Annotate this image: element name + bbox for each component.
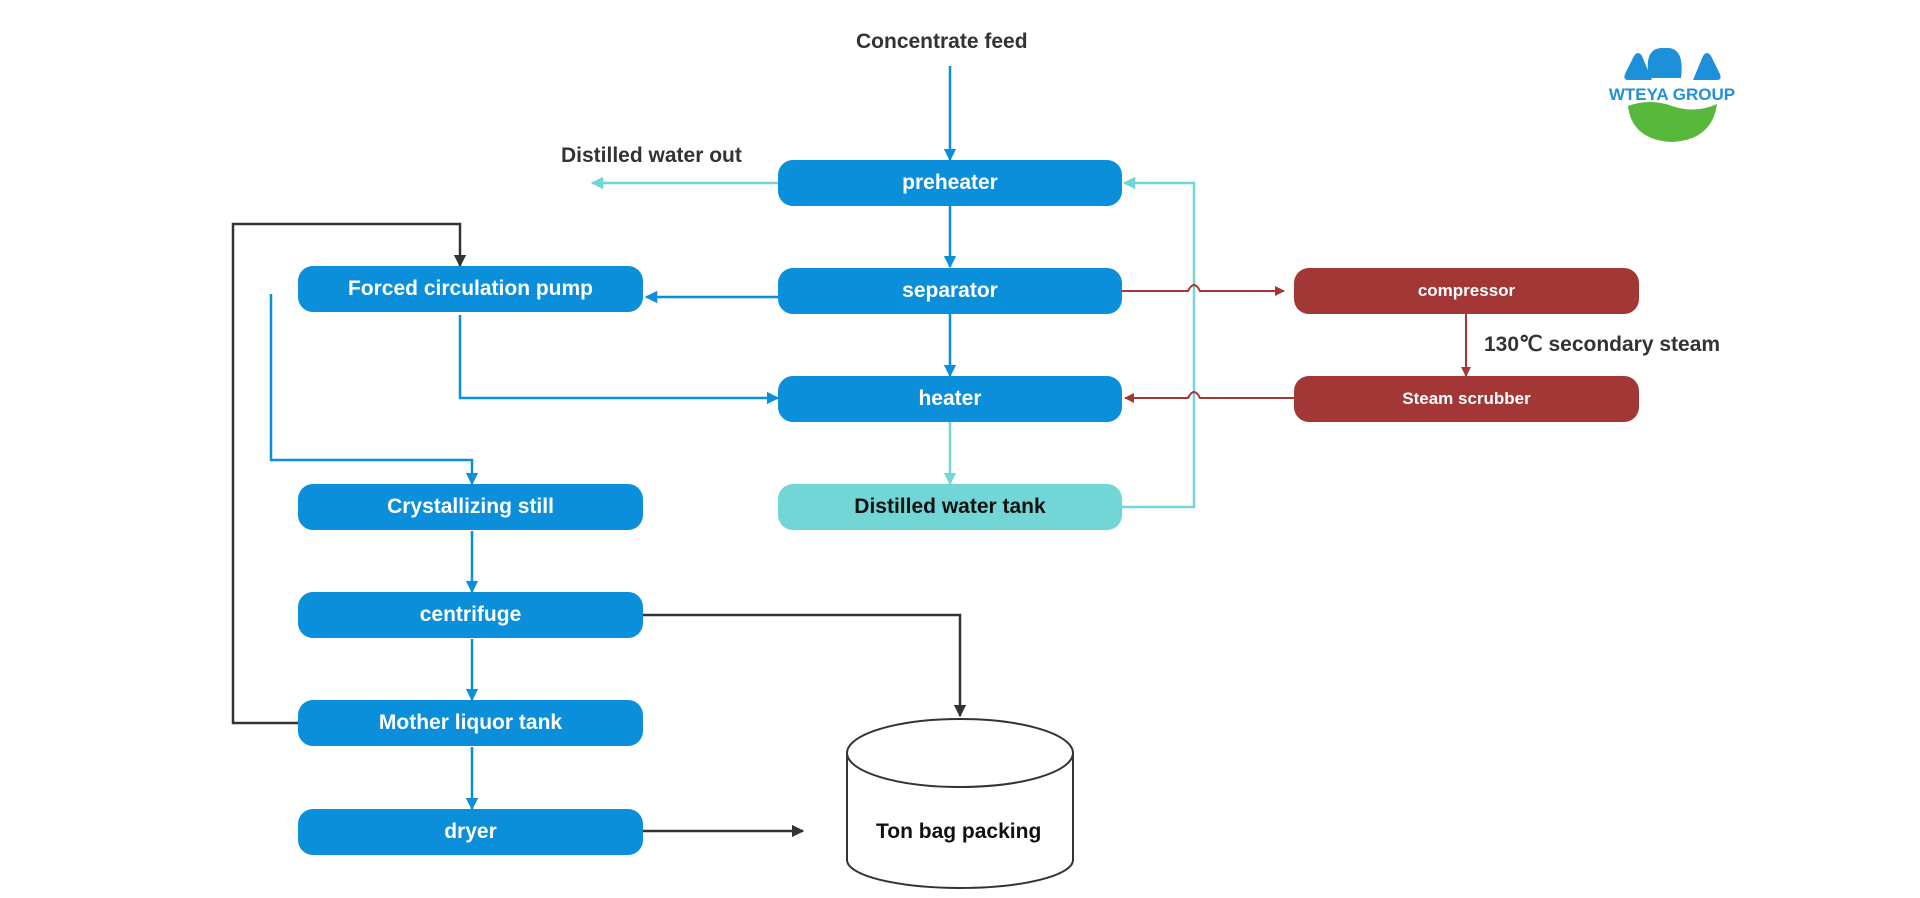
pump-to-heater-arrow (458, 315, 780, 405)
ton-bag-packing-cylinder (846, 718, 1074, 889)
concentrate-feed-label: Concentrate feed (856, 30, 1028, 53)
distilled-water-out-label: Distilled water out (561, 144, 742, 167)
heater-box: heater (778, 376, 1122, 422)
pump-to-crystallizer-arrow (269, 294, 479, 486)
water-tank-to-preheater-arrow (1122, 176, 1196, 509)
forced-circulation-pump-box: Forced circulation pump (298, 266, 643, 312)
wteya-group-logo-icon (1624, 47, 1721, 142)
centrifuge-box: centrifuge (298, 592, 643, 638)
logo-text: WTEYA GROUP (1608, 85, 1736, 104)
ton-bag-packing-label: Ton bag packing (876, 820, 1042, 843)
steam-scrubber-box: Steam scrubber (1294, 376, 1639, 422)
secondary-steam-label: 130℃ secondary steam (1484, 333, 1721, 356)
compressor-box: compressor (1294, 268, 1639, 314)
scrubber-to-heater-arrow (1124, 391, 1294, 403)
mother-liquor-recycle-arrow (231, 222, 467, 725)
mother-liquor-tank-box: Mother liquor tank (298, 700, 643, 746)
preheater-box: preheater (778, 160, 1122, 206)
separator-to-compressor-arrow (1122, 284, 1285, 296)
distilled-water-tank-box: Distilled water tank (778, 484, 1122, 530)
separator-box: separator (778, 268, 1122, 314)
centrifuge-to-packing-arrow (643, 613, 967, 718)
crystallizing-still-box: Crystallizing still (298, 484, 643, 530)
dryer-box: dryer (298, 809, 643, 855)
